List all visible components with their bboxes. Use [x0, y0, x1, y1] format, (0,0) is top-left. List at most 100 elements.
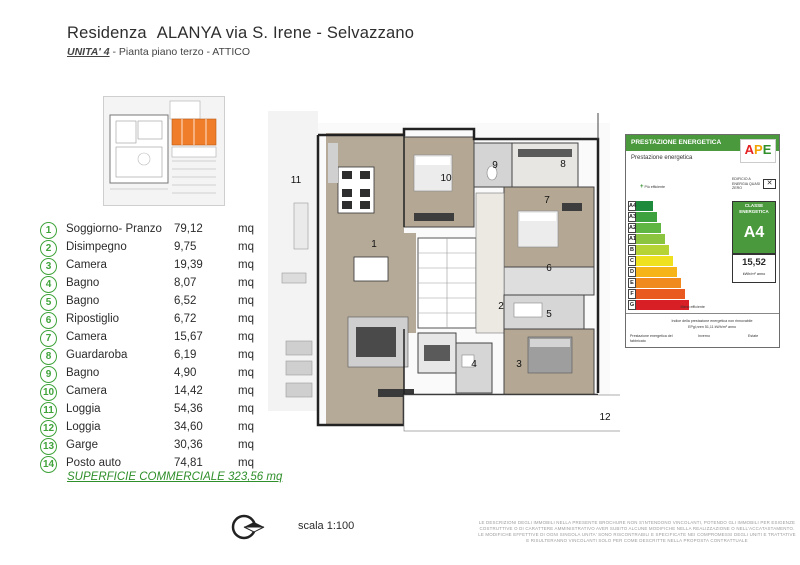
room-unit: mq	[238, 241, 254, 253]
room-number-badge: 14	[40, 456, 57, 473]
title-prefix: Residenza	[67, 24, 147, 42]
energy-performance-value: 15,52	[742, 257, 766, 268]
room-area: 15,67	[174, 331, 203, 343]
room-number-badge: 5	[40, 294, 57, 311]
energy-performance-value-box: 15,52 kWh/m² anno	[732, 253, 776, 283]
winter-label: Inverno	[698, 334, 710, 338]
plan-label-12: 12	[599, 412, 611, 423]
room-area: 4,90	[174, 367, 197, 379]
nzeb-label: EDIFICIO A ENERGIA QUASI ZERO	[732, 177, 761, 190]
room-name: Bagno	[66, 295, 100, 307]
room-unit: mq	[238, 457, 254, 469]
plan-label-5: 5	[546, 309, 552, 320]
energy-class-bar: E	[628, 278, 681, 288]
room-unit: mq	[238, 277, 254, 289]
room-number-badge: 11	[40, 402, 57, 419]
room-number-badge: 3	[40, 258, 57, 275]
room-area: 19,39	[174, 259, 203, 271]
room-area: 34,60	[174, 421, 203, 433]
room-unit: mq	[238, 259, 254, 271]
plan-label-2: 2	[498, 301, 504, 312]
room-unit: mq	[238, 223, 254, 235]
nzeb-checkbox: ✕	[763, 179, 776, 189]
plan-label-4: 4	[471, 359, 477, 370]
room-number-badge: 10	[40, 384, 57, 401]
more-efficient-label: + Più efficiente	[640, 184, 666, 190]
room-number-badge: 1	[40, 222, 57, 239]
north-arrow-icon	[231, 514, 265, 540]
room-number-badge: 8	[40, 348, 57, 365]
energy-class-bar: F	[628, 289, 685, 299]
room-name: Camera	[66, 385, 107, 397]
room-number-badge: 13	[40, 438, 57, 455]
energy-class-bar: A2	[628, 223, 661, 233]
room-area: 30,36	[174, 439, 203, 451]
room-area: 9,75	[174, 241, 197, 253]
room-name: Camera	[66, 259, 107, 271]
energy-class-bar: A4	[628, 201, 653, 211]
non-renewable-index-label: Indice della prestazione energetica non …	[671, 319, 753, 323]
energy-performance-label: Prestazione energetica	[631, 155, 693, 161]
room-number-badge: 12	[40, 420, 57, 437]
room-unit: mq	[238, 367, 254, 379]
less-efficient-label: − Meno efficiente	[676, 304, 705, 310]
plan-label-11: 11	[291, 175, 302, 186]
room-name: Soggiorno- Pranzo	[66, 223, 162, 235]
room-name: Garge	[66, 439, 98, 451]
room-row: 2 Disimpegno 9,75 mq	[40, 240, 270, 258]
energy-class-value: A4	[733, 217, 775, 253]
room-row: 9 Bagno 4,90 mq	[40, 366, 270, 384]
room-area: 79,12	[174, 223, 203, 235]
building-key-plan	[103, 96, 225, 206]
room-area: 14,42	[174, 385, 203, 397]
room-number-badge: 9	[40, 366, 57, 383]
subtitle-text: - Pianta piano terzo - ATTICO	[109, 46, 251, 58]
non-renewable-index-value: EPgl,nren 51,11 kWh/m² anno	[688, 325, 736, 329]
room-name: Loggia	[66, 403, 101, 415]
energy-class-header: CLASSE ENERGETICA	[733, 202, 775, 217]
room-row: 1 Soggiorno- Pranzo 79,12 mq	[40, 222, 270, 240]
room-number-badge: 6	[40, 312, 57, 329]
energy-class-bar: B	[628, 245, 669, 255]
floor-plan: 1 2 3 4 5 6 7 8 9 10 11 12	[268, 111, 620, 432]
plan-label-10: 10	[440, 173, 452, 184]
plan-label-1: 1	[371, 239, 377, 250]
plan-label-9: 9	[492, 160, 498, 171]
room-name: Bagno	[66, 367, 100, 379]
room-number-badge: 7	[40, 330, 57, 347]
room-area: 74,81	[174, 457, 203, 469]
room-area: 6,19	[174, 349, 197, 361]
ape-logo: APE	[740, 139, 776, 163]
energy-class-bar: C	[628, 256, 673, 266]
plan-label-6: 6	[546, 263, 552, 274]
room-unit: mq	[238, 385, 254, 397]
room-area: 8,07	[174, 277, 197, 289]
building-performance-label: Prestazione energetica del fabbricato	[630, 334, 673, 343]
room-name: Camera	[66, 331, 107, 343]
legal-disclaimer: LE DESCRIZIONI DEGLI IMMOBILI NELLA PRES…	[478, 520, 796, 543]
room-number-badge: 2	[40, 240, 57, 257]
building-performance-section: Prestazione energetica del fabbricato In…	[626, 313, 779, 347]
room-unit: mq	[238, 313, 254, 325]
room-name: Disimpegno	[66, 241, 127, 253]
energy-class-bar: A1	[628, 234, 665, 244]
room-area: 6,72	[174, 313, 197, 325]
room-name: Loggia	[66, 421, 101, 433]
energy-class-bar: A3	[628, 212, 657, 222]
room-row: 3 Camera 19,39 mq	[40, 258, 270, 276]
plan-label-8: 8	[560, 159, 566, 170]
room-area: 6,52	[174, 295, 197, 307]
energy-performance-unit: kWh/m² anno	[742, 272, 766, 276]
room-row: 10 Camera 14,42 mq	[40, 384, 270, 402]
energy-certificate: PRESTAZIONE ENERGETICA APE Prestazione e…	[625, 134, 780, 348]
page-subtitle: UNITA' 4 - Pianta piano terzo - ATTICO	[67, 46, 250, 58]
